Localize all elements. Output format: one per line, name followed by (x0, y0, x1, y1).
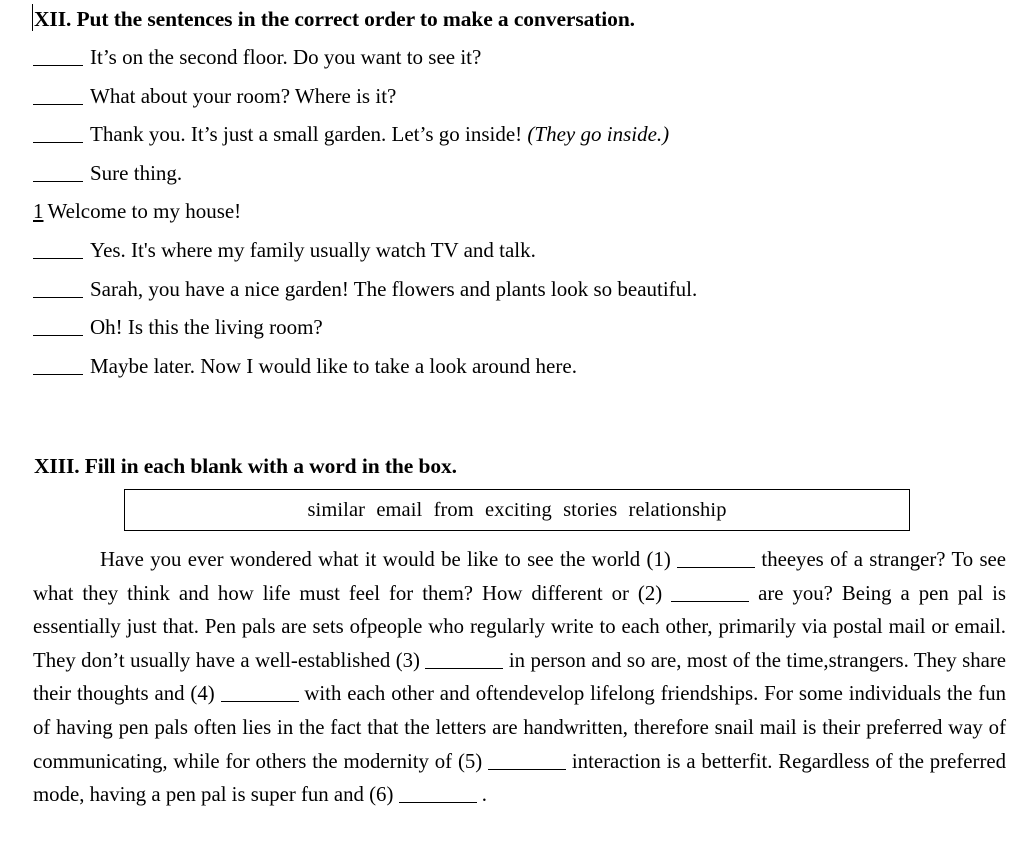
list-item-text: Yes. It's where my family usually watch … (90, 237, 536, 262)
answer-blank[interactable] (33, 180, 83, 182)
list-item[interactable]: Thank you. It’s just a small garden. Let… (0, 115, 1024, 154)
answer-blank[interactable] (33, 335, 83, 337)
list-item-text: Oh! Is this the living room? (90, 315, 323, 340)
answer-blank[interactable] (33, 142, 83, 144)
list-item-text: Sarah, you have a nice garden! The flowe… (90, 276, 698, 301)
list-item-text: Maybe later. Now I would like to take a … (90, 353, 577, 378)
passage-text: interaction is a betterfit. Regardless o… (33, 749, 1006, 807)
answer-blank[interactable] (33, 296, 83, 298)
answer-blank[interactable] (33, 257, 83, 259)
cloze-blank-5[interactable] (488, 768, 567, 770)
passage-text: in person and so are, most of the time,s… (33, 648, 1006, 706)
conversation-list: It’s on the second floor. Do you want to… (0, 38, 1024, 385)
passage-text: theeyes of a stranger? To see what they … (33, 548, 1006, 605)
list-item-text: Thank you. It’s just a small garden. Let… (90, 122, 528, 147)
word-bank-words: similar email from exciting stories rela… (307, 498, 727, 521)
list-item[interactable]: Oh! Is this the living room? (0, 308, 1024, 347)
list-item[interactable]: Yes. It's where my family usually watch … (0, 231, 1024, 270)
cloze-blank-6[interactable] (398, 802, 477, 804)
list-item-text: It’s on the second floor. Do you want to… (90, 45, 482, 69)
answer-blank[interactable] (33, 103, 83, 105)
section-xii-heading: XII. Put the sentences in the correct or… (0, 0, 1024, 38)
section-xii: XII. Put the sentences in the correct or… (0, 0, 1024, 385)
passage-text: . (476, 783, 487, 807)
cloze-passage: Have you ever wondered what it would be … (33, 543, 1006, 812)
passage-text: are you? Being a pen pal is essentially … (33, 581, 1006, 672)
passage-text: Have you ever wondered what it would be … (100, 548, 678, 571)
cloze-blank-3[interactable] (425, 667, 504, 669)
list-item[interactable]: Sure thing. (0, 154, 1024, 193)
section-xii-heading-text: XII. Put the sentences in the correct or… (34, 7, 635, 31)
answer-number: 1 (33, 199, 44, 224)
list-item[interactable]: What about your room? Where is it? (0, 77, 1024, 116)
answer-blank[interactable] (33, 373, 83, 375)
list-item-stage-direction: (They go inside.) (527, 122, 670, 147)
passage-text: with each other and oftendevelop lifelon… (33, 682, 1006, 773)
list-item[interactable]: It’s on the second floor. Do you want to… (0, 38, 1024, 77)
section-xiii: XIII. Fill in each blank with a word in … (0, 449, 1024, 806)
cloze-blank-2[interactable] (671, 600, 750, 602)
list-item[interactable]: Maybe later. Now I would like to take a … (0, 347, 1024, 386)
text-caret-icon (32, 4, 33, 31)
answer-blank[interactable] (33, 65, 83, 66)
list-item[interactable]: Sarah, you have a nice garden! The flowe… (0, 270, 1024, 309)
list-item-text: What about your room? Where is it? (90, 83, 397, 108)
cloze-blank-1[interactable] (677, 567, 756, 568)
cloze-blank-4[interactable] (220, 701, 299, 703)
list-item-text: Sure thing. (90, 160, 183, 185)
list-item-text: Welcome to my house! (47, 199, 242, 224)
word-bank-box: similar email from exciting stories rela… (124, 489, 910, 531)
section-xiii-heading: XIII. Fill in each blank with a word in … (34, 454, 457, 478)
